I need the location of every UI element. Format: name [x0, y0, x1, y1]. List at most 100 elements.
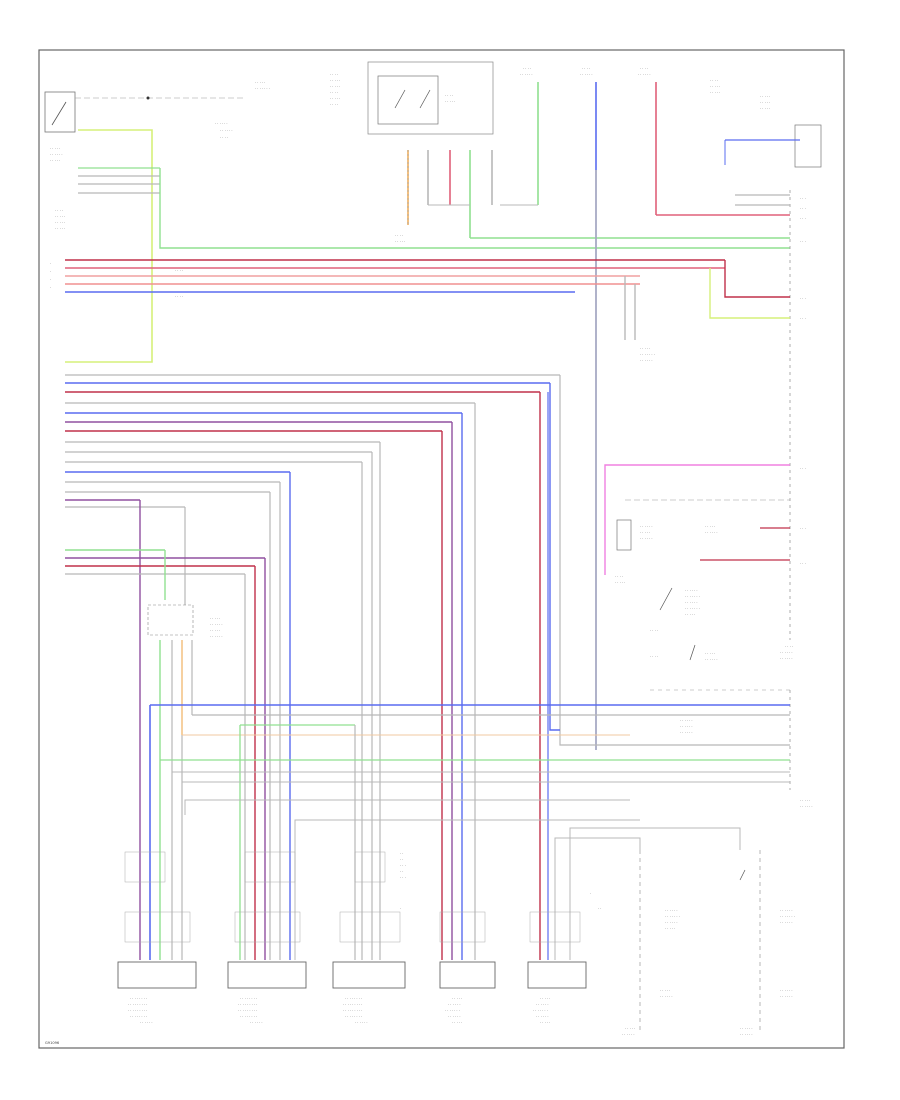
svg-text:· · · ·: · · · · [523, 67, 531, 71]
svg-text:· · ·: · · · [800, 562, 806, 566]
svg-text:· · · · ·: · · · · · [395, 240, 405, 244]
svg-text:· · · · · ·: · · · · · · [680, 725, 693, 729]
svg-text:· · · · · ·: · · · · · · [740, 1033, 753, 1037]
svg-text:· · · · ·: · · · · · [660, 989, 670, 993]
svg-text:· · · · ·: · · · · · [210, 617, 220, 621]
svg-text:· · · · · ·: · · · · · · [140, 1021, 153, 1025]
svg-text:·: · [50, 278, 51, 282]
svg-text:· · · · · · · ·: · · · · · · · · [240, 997, 257, 1001]
svg-text:· ·: · · [400, 852, 403, 856]
svg-text:· · · · · ·: · · · · · · [220, 129, 233, 133]
bus-lower [149, 704, 790, 960]
svg-text:· · · · · · ·: · · · · · · · [255, 87, 270, 91]
svg-text:· · · ·: · · · · [650, 655, 658, 659]
svg-text:· · · ·: · · · · [175, 269, 183, 273]
svg-text:· · · · · ·: · · · · · · [520, 73, 533, 77]
main-module-connector: · · · · · · · · · · · · · · · · · · · · … [735, 190, 806, 661]
svg-text:· · ·: · · · [800, 217, 806, 221]
svg-text:· · · · · · ·: · · · · · · · [685, 595, 700, 599]
svg-text:· · · · ·: · · · · · [760, 95, 770, 99]
svg-text:· · · · ·: · · · · · [760, 107, 770, 111]
svg-text:· · · ·: · · · · [582, 67, 590, 71]
svg-text:· · · · · ·: · · · · · · [685, 589, 698, 593]
svg-text:· ·: · · [598, 907, 601, 911]
svg-text:· · · ·: · · · · [710, 79, 718, 83]
svg-text:· · · ·: · · · · [330, 91, 338, 95]
svg-text:· · · · · ·: · · · · · · [705, 658, 718, 662]
svg-text:· · · · ·: · · · · · [452, 997, 462, 1001]
svg-text:· · · · · ·: · · · · · · [800, 805, 813, 809]
fuse-feeds: · · · · · · · · · · · · · · · · · · · · … [500, 67, 790, 750]
svg-text:· · · · ·: · · · · · [800, 799, 810, 803]
footer-code: G91096 [45, 1041, 60, 1045]
svg-text:· · · · · ·: · · · · · · [210, 623, 223, 627]
svg-text:· · · · · ·: · · · · · · [640, 537, 653, 541]
svg-text:· · · · · ·: · · · · · · [448, 1015, 461, 1019]
svg-text:· · · · · ·: · · · · · · [780, 909, 793, 913]
svg-text:· · · · · ·: · · · · · · [780, 651, 793, 655]
svg-text:· · · · · ·: · · · · · · [622, 1033, 635, 1037]
svg-text:· · · ·: · · · · [445, 94, 453, 98]
svg-text:· · ·: · · · [400, 864, 406, 868]
svg-text:· · ·: · · · [800, 467, 806, 471]
svg-text:· · · · · · · · ·: · · · · · · · · · [128, 1009, 147, 1013]
svg-text:· · · · · ·: · · · · · · [638, 73, 651, 77]
svg-text:· · · · · ·: · · · · · · [536, 1015, 549, 1019]
svg-text:· · · · ·: · · · · · [540, 1021, 550, 1025]
svg-text:· · · · ·: · · · · · [625, 1027, 635, 1031]
svg-text:· · ·: · · · [800, 197, 806, 201]
svg-text:· · · · · ·: · · · · · · [740, 1027, 753, 1031]
bus-upper: · · · · · · · · · · · · · · · · · · · · … [50, 259, 790, 363]
svg-text:· · · · · · ·: · · · · · · · [665, 915, 680, 919]
svg-text:· · · ·: · · · · [395, 234, 403, 238]
svg-text:· · · · ·: · · · · · [55, 227, 65, 231]
svg-text:· · · · · ·: · · · · · · [50, 153, 63, 157]
svg-text:· · · · ·: · · · · · [640, 531, 650, 535]
svg-text:· · · · · · ·: · · · · · · · [445, 1009, 460, 1013]
svg-text:· · · · · ·: · · · · · · [640, 525, 653, 529]
svg-text:· · · · ·: · · · · · [710, 91, 720, 95]
svg-text:· · · · ·: · · · · · [760, 101, 770, 105]
svg-text:· · · · ·: · · · · · [452, 1021, 462, 1025]
relay-box: · · · · · · · · · · · · · · · · · · · · … [330, 61, 494, 135]
svg-text:· · · · ·: · · · · · [210, 629, 220, 633]
svg-text:· · · · · ·: · · · · · · [780, 921, 793, 925]
svg-text:· · · · · · · · ·: · · · · · · · · · [128, 1003, 147, 1007]
svg-text:· · · · · ·: · · · · · · [685, 601, 698, 605]
svg-text:· · · · ·: · · · · · [615, 581, 625, 585]
svg-text:· · · ·: · · · · [650, 629, 658, 633]
right-top-connector: · · · · · · · · · · · · · · · · · · · · … [710, 79, 822, 168]
svg-text:· · · · ·: · · · · · [665, 927, 675, 931]
diagram-frame [38, 49, 845, 1049]
svg-text:· · · ·: · · · · [55, 209, 63, 213]
svg-text:· · · · · ·: · · · · · · [705, 531, 718, 535]
svg-text:· · · · · ·: · · · · · · [780, 995, 793, 999]
svg-text:· · · ·: · · · · [640, 67, 648, 71]
svg-text:·: · [50, 286, 51, 290]
bottom-right-connectors: · · · · · · · · · · · · · · · · · · · · … [590, 850, 795, 1037]
svg-text:· · ·: · · · [800, 297, 806, 301]
svg-text:· · · ·: · · · · [330, 73, 338, 77]
svg-text:· · · ·: · · · · [785, 645, 793, 649]
lower-module-connector: · · · · · · · · · · · · · · · · · · · · … [650, 689, 813, 809]
svg-text:· · · · ·: · · · · · [705, 525, 715, 529]
relay-wires: · · · · · · · · · [395, 150, 790, 244]
svg-text:· · · · · ·: · · · · · · [210, 635, 223, 639]
svg-text:· · · · · ·: · · · · · · [640, 359, 653, 363]
svg-text:· · · · · ·: · · · · · · [250, 1021, 263, 1025]
svg-text:· · · ·: · · · · [175, 295, 183, 299]
svg-text:· · · · · · · · ·: · · · · · · · · · [238, 1003, 257, 1007]
svg-text:· · · · · · ·: · · · · · · · [685, 607, 700, 611]
svg-text:· · · · · ·: · · · · · · [448, 1003, 461, 1007]
svg-text:· · · · · ·: · · · · · · [355, 1021, 368, 1025]
svg-text:· · · · · · · ·: · · · · · · · · [130, 1015, 147, 1019]
svg-text:· · · · · · · ·: · · · · · · · · [240, 1015, 257, 1019]
svg-text:· · ·: · · · [800, 207, 806, 211]
svg-text:· · · · · · · · ·: · · · · · · · · · [238, 1009, 257, 1013]
bus-lower-left: · · · · · · · · · · · · · · · · · · · · … [65, 549, 266, 960]
svg-text:· · · · · · ·: · · · · · · · [640, 353, 655, 357]
svg-text:· · · · · · · ·: · · · · · · · · [345, 1015, 362, 1019]
svg-text:· · · · · ·: · · · · · · [780, 657, 793, 661]
connector-stubs: · · · · · · · · · · · · · [124, 851, 581, 943]
